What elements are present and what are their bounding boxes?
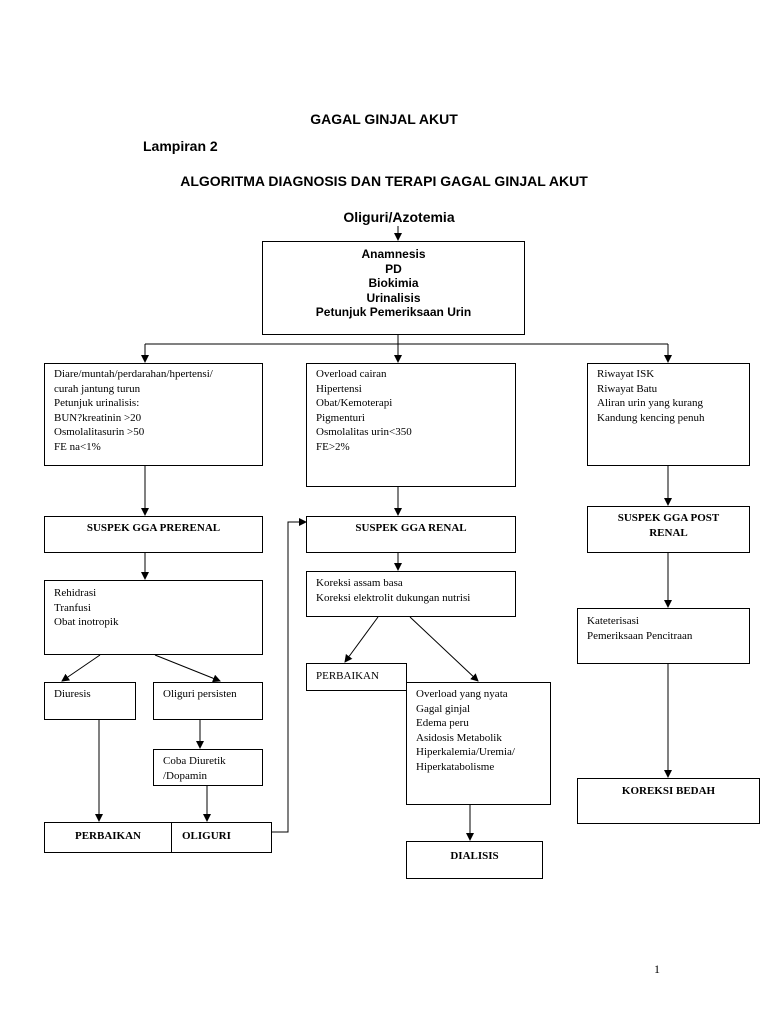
arrow-to-renal-severe [409, 616, 479, 682]
coba-diuretik-box: Coba Diuretik /Dopamin [153, 749, 263, 786]
suspek-postrenal-line: SUSPEK GGA POST [617, 512, 720, 524]
prerenal-therapy-line: Rehidrasi [54, 587, 97, 599]
prerenal-criteria-box: Diare/muntah/perdarahan/hpertensi/ curah… [44, 363, 263, 466]
dialisis-label: DIALISIS [450, 850, 499, 862]
arrow-to-oliguri-persisten [154, 654, 221, 683]
postrenal-criteria-line: Riwayat Batu [597, 382, 658, 395]
algorithm-title: ALGORITMA DIAGNOSIS DAN TERAPI GAGAL GIN… [180, 173, 588, 189]
renal-severe-box: Overload yang nyata Gagal ginjal Edema p… [406, 682, 551, 805]
page-number: 1 [654, 962, 660, 976]
renal-severe-line: Hiperkalemia/Uremia/ [416, 746, 515, 758]
renal-criteria-line: Hipertensi [316, 382, 362, 395]
renal-severe-line: Overload yang nyata [416, 688, 508, 700]
postrenal-therapy-line: Kateterisasi [587, 615, 639, 627]
renal-therapy-box: Koreksi assam basa Koreksi elektrolit du… [306, 571, 516, 617]
diuresis-box: Diuresis [44, 682, 136, 720]
renal-severe-line: Asidosis Metabolik [416, 731, 502, 744]
dialisis-box: DIALISIS [406, 841, 543, 879]
perbaikan-prerenal-box: PERBAIKAN [44, 822, 172, 853]
suspek-renal-label: SUSPEK GGA RENAL [355, 522, 467, 534]
renal-criteria-line: Overload cairan [316, 368, 387, 380]
koreksi-bedah-box: KOREKSI BEDAH [577, 778, 760, 824]
renal-severe-line: Hiperkatabolisme [416, 760, 495, 773]
arrow-to-perbaikan-renal [344, 616, 379, 663]
renal-severe-line: Edema peru [416, 717, 469, 729]
prerenal-therapy-line: Obat inotropik [54, 616, 119, 628]
postrenal-criteria-line: Kandung kencing penuh [597, 411, 705, 424]
renal-criteria-line: FE>2% [316, 440, 350, 453]
diuresis-label: Diuresis [54, 688, 91, 700]
arrow-to-diuresis [61, 654, 101, 682]
suspek-renal-box: SUSPEK GGA RENAL [306, 516, 516, 553]
suspek-prerenal-box: SUSPEK GGA PRERENAL [44, 516, 263, 553]
prerenal-criteria-line: curah jantung turun [54, 382, 141, 395]
renal-severe-line: Gagal ginjal [416, 702, 471, 715]
postrenal-criteria-line: Aliran urin yang kurang [597, 397, 703, 409]
anamnesis-line: Petunjuk Pemeriksaan Urin [315, 305, 472, 319]
prerenal-therapy-box: Rehidrasi Tranfusi Obat inotropik [44, 580, 263, 655]
anamnesis-line: Urinalisis [366, 290, 421, 305]
perbaikan-renal-label: PERBAIKAN [316, 670, 379, 682]
anamnesis-box: Anamnesis PD Biokimia Urinalisis Petunju… [262, 241, 525, 335]
renal-criteria-box: Overload cairan Hipertensi Obat/Kemotera… [306, 363, 516, 487]
postrenal-criteria-box: Riwayat ISK Riwayat Batu Aliran urin yan… [587, 363, 750, 466]
suspek-prerenal-label: SUSPEK GGA PRERENAL [86, 522, 221, 534]
arrow-oliguri-to-suspek-renal [272, 518, 307, 833]
prerenal-criteria-line: Diare/muntah/perdarahan/hpertensi/ [54, 368, 213, 380]
renal-criteria-line: Obat/Kemoterapi [316, 397, 393, 409]
prerenal-therapy-line: Tranfusi [54, 601, 91, 614]
coba-diuretik-line: /Dopamin [163, 769, 207, 782]
anamnesis-line: Biokimia [368, 276, 419, 290]
renal-criteria-line: Pigmenturi [316, 411, 365, 424]
postrenal-therapy-line: Pemeriksaan Pencitraan [587, 629, 693, 642]
suspek-postrenal-box: SUSPEK GGA POST RENAL [587, 506, 750, 553]
oliguri-box: OLIGURI [171, 822, 272, 853]
anamnesis-line: Anamnesis [361, 247, 426, 261]
prerenal-criteria-line: BUN?kreatinin >20 [54, 411, 142, 424]
document-title: GAGAL GINJAL AKUT [310, 111, 458, 127]
postrenal-criteria-line: Riwayat ISK [597, 368, 655, 380]
postrenal-therapy-box: Kateterisasi Pemeriksaan Pencitraan [577, 608, 750, 664]
oliguri-label: OLIGURI [182, 830, 231, 842]
anamnesis-line: PD [385, 261, 402, 276]
lampiran-label: Lampiran 2 [143, 138, 218, 154]
coba-diuretik-line: Coba Diuretik [163, 755, 226, 767]
perbaikan-prerenal-label: PERBAIKAN [74, 830, 141, 842]
start-node-oliguri-azotemia: Oliguri/Azotemia [343, 209, 455, 225]
renal-therapy-line: Koreksi elektrolit dukungan nutrisi [316, 591, 471, 604]
renal-therapy-line: Koreksi assam basa [316, 577, 403, 589]
koreksi-bedah-label: KOREKSI BEDAH [621, 785, 716, 797]
prerenal-criteria-line: Osmolalitasurin >50 [54, 426, 145, 438]
prerenal-criteria-line: Petunjuk urinalisis: [54, 397, 140, 409]
oliguri-persisten-label: Oliguri persisten [163, 688, 237, 700]
suspek-postrenal-line: RENAL [649, 526, 688, 539]
prerenal-criteria-line: FE na<1% [54, 440, 101, 453]
perbaikan-renal-box: PERBAIKAN [306, 663, 407, 691]
oliguri-persisten-box: Oliguri persisten [153, 682, 263, 720]
renal-criteria-line: Osmolalitas urin<350 [316, 426, 412, 438]
